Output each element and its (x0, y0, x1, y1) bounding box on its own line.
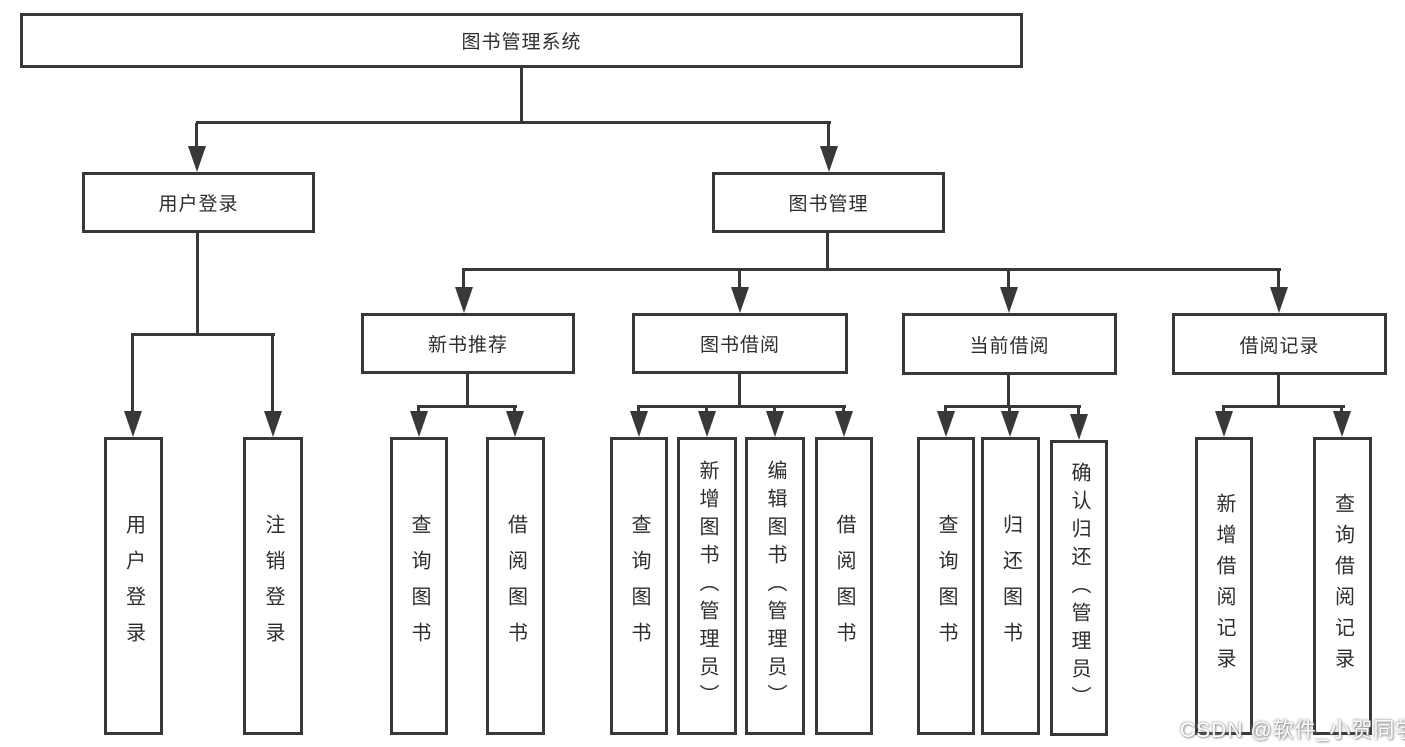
connector-line (462, 268, 1281, 271)
node-user-login-label: 用户登录 (158, 194, 239, 215)
connector-line (842, 407, 845, 414)
connector-arrowhead (766, 411, 784, 437)
leaf-cb-return-books-label: 归还图书 (999, 514, 1022, 658)
node-borrowing-records: 借阅记录 (1172, 313, 1387, 375)
connector-arrowhead (124, 411, 142, 437)
connector-line (738, 270, 741, 290)
connector-line (1222, 407, 1225, 414)
connector-line (513, 407, 516, 414)
connector-arrowhead (455, 287, 473, 313)
leaf-nb-borrow-books-label: 借阅图书 (504, 514, 527, 658)
connector-arrowhead (1000, 287, 1018, 313)
connector-line (1007, 375, 1010, 408)
node-current-borrowing: 当前借阅 (902, 313, 1117, 375)
connector-line (271, 335, 274, 413)
connector-line (1222, 405, 1345, 408)
leaf-user-login-label: 用户登录 (122, 514, 145, 658)
connector-line (738, 374, 741, 408)
connector-arrowhead (188, 146, 206, 172)
connector-arrowhead (410, 411, 428, 437)
node-new-book-recommend-label: 新书推荐 (427, 335, 508, 356)
leaf-bb-query-books: 查询图书 (610, 437, 668, 735)
connector-arrowhead (1333, 411, 1351, 437)
connector-arrowhead (820, 146, 838, 172)
node-root: 图书管理系统 (20, 13, 1023, 68)
connector-arrowhead (506, 411, 524, 437)
connector-line (944, 405, 1081, 408)
leaf-bb-borrow-books-label: 借阅图书 (833, 514, 855, 658)
connector-line (195, 123, 198, 151)
leaf-bb-edit-books-label: 编辑图书（管理员） (764, 460, 786, 712)
node-book-borrowing: 图书借阅 (632, 313, 848, 374)
connector-arrowhead (698, 411, 716, 437)
connector-arrowhead (1001, 411, 1019, 437)
connector-arrowhead (1215, 411, 1233, 437)
node-book-management-label: 图书管理 (788, 194, 869, 215)
connector-line (826, 233, 829, 271)
connector-line (417, 407, 420, 414)
leaf-user-login: 用户登录 (104, 437, 163, 735)
leaf-cb-query-books: 查询图书 (917, 437, 975, 735)
connector-line (705, 407, 708, 414)
node-borrowing-records-label: 借阅记录 (1239, 335, 1320, 357)
connector-line (1007, 270, 1010, 290)
node-new-book-recommend: 新书推荐 (361, 313, 575, 374)
leaf-cb-return-books: 归还图书 (981, 437, 1040, 735)
connector-line (131, 333, 275, 336)
leaf-bb-add-books-label: 新增图书（管理员） (696, 460, 718, 712)
leaf-bb-edit-books: 编辑图书（管理员） (745, 437, 805, 735)
connector-arrowhead (264, 411, 282, 437)
connector-arrowhead (630, 411, 648, 437)
connector-line (462, 270, 465, 290)
leaf-bb-query-books-label: 查询图书 (628, 514, 650, 658)
connector-line (637, 407, 640, 414)
connector-line (466, 374, 469, 408)
leaf-br-add-record-label: 新增借阅记录 (1213, 493, 1235, 679)
connector-arrowhead (1270, 287, 1288, 313)
leaf-nb-query-books-label: 查询图书 (408, 514, 430, 658)
connector-arrowhead (1070, 414, 1088, 440)
connector-line (1277, 270, 1280, 290)
connector-line (520, 68, 523, 123)
node-current-borrowing-label: 当前借阅 (969, 335, 1050, 357)
node-book-borrowing-label: 图书借阅 (699, 335, 780, 356)
leaf-logout-label: 注销登录 (262, 514, 284, 658)
connector-line (773, 407, 776, 414)
connector-line (637, 405, 846, 408)
leaf-nb-borrow-books: 借阅图书 (486, 437, 545, 735)
connector-line (827, 123, 830, 151)
connector-line (417, 405, 517, 408)
connector-arrowhead (731, 287, 749, 313)
leaf-nb-query-books: 查询图书 (390, 437, 448, 735)
connector-line (944, 407, 947, 414)
connector-line (1008, 407, 1011, 414)
node-book-management: 图书管理 (712, 172, 945, 233)
connector-line (1077, 407, 1080, 414)
leaf-bb-borrow-books: 借阅图书 (815, 437, 873, 735)
node-root-label: 图书管理系统 (461, 32, 582, 53)
leaf-bb-add-books: 新增图书（管理员） (677, 437, 737, 735)
leaf-br-query-record-label: 查询借阅记录 (1331, 493, 1354, 679)
leaf-br-add-record: 新增借阅记录 (1195, 437, 1253, 735)
connector-line (196, 121, 831, 124)
leaf-cb-confirm-return: 确认归还（管理员） (1050, 440, 1108, 736)
connector-line (1340, 407, 1343, 414)
leaf-cb-query-books-label: 查询图书 (935, 514, 957, 658)
connector-line (131, 335, 134, 413)
csdn-watermark: CSDN @软件_小贺同学 (1180, 719, 1405, 742)
connector-line (196, 233, 199, 335)
leaf-br-query-record: 查询借阅记录 (1313, 437, 1372, 735)
node-user-login: 用户登录 (82, 172, 315, 233)
leaf-logout: 注销登录 (243, 437, 303, 735)
connector-line (1277, 375, 1280, 408)
leaf-cb-confirm-return-label: 确认归还（管理员） (1068, 462, 1090, 714)
connector-arrowhead (835, 411, 853, 437)
connector-arrowhead (937, 411, 955, 437)
